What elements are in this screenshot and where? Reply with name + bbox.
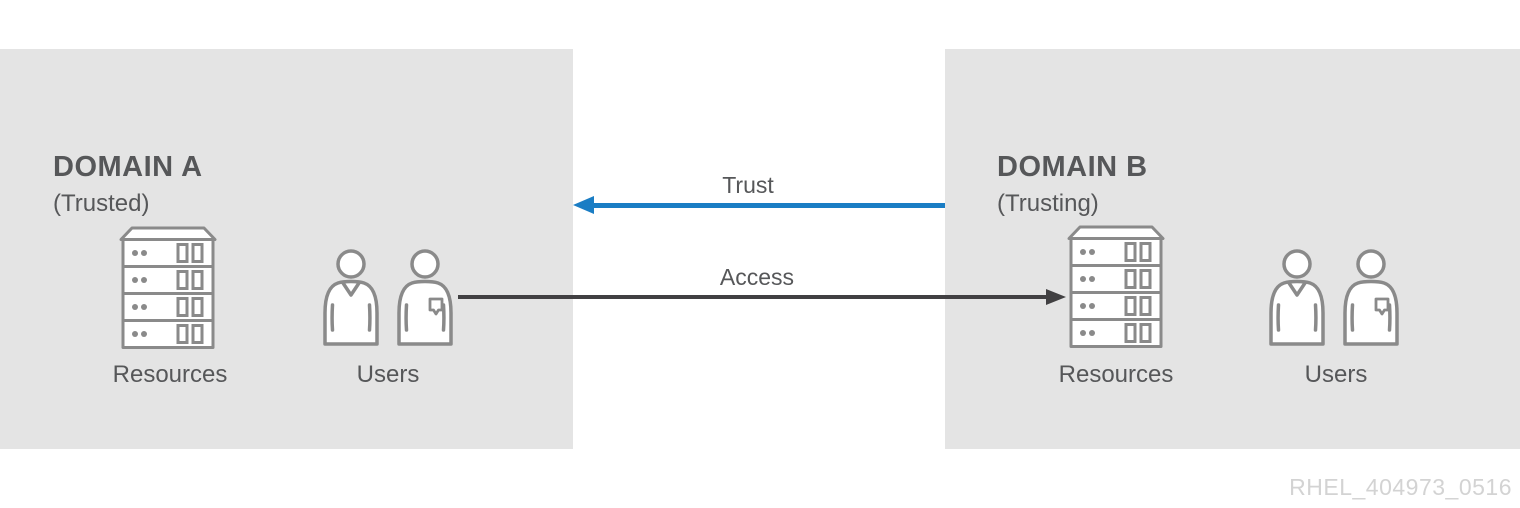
trust-arrow-label: Trust [722, 172, 774, 198]
trust-arrowhead-left-icon [573, 196, 594, 214]
domain-a-panel: DOMAIN A (Trusted) [0, 49, 573, 449]
access-arrowhead-right-icon [1046, 289, 1066, 305]
domain-b-server-icon [1066, 225, 1166, 349]
domain-b-title-block: DOMAIN B (Trusting) [997, 151, 1148, 218]
domain-b-subtitle: (Trusting) [997, 190, 1099, 218]
domain-b-title: DOMAIN B [997, 151, 1148, 183]
domain-a-user-icon-2 [392, 249, 458, 346]
domain-a-users-label: Users [356, 361, 420, 388]
domain-a-user-icon-1 [318, 249, 384, 346]
domain-b-resources-label: Resources [1058, 361, 1174, 388]
domain-b-panel: DOMAIN B (Trusting) [945, 49, 1520, 449]
watermark-text: RHEL_404973_0516 [1289, 474, 1512, 500]
access-arrow-line [458, 295, 1048, 299]
domain-a-title-block: DOMAIN A (Trusted) [53, 151, 203, 218]
domain-a-server-icon [118, 226, 218, 350]
domain-b-users-label: Users [1304, 361, 1368, 388]
domain-a-title: DOMAIN A [53, 151, 203, 183]
domain-b-user-icon-1 [1264, 249, 1330, 346]
domain-a-subtitle: (Trusted) [53, 190, 150, 218]
trust-arrow-line [592, 203, 945, 208]
access-arrow-label: Access [719, 264, 795, 290]
domain-b-user-icon-2 [1338, 249, 1404, 346]
domain-a-resources-label: Resources [112, 361, 228, 388]
